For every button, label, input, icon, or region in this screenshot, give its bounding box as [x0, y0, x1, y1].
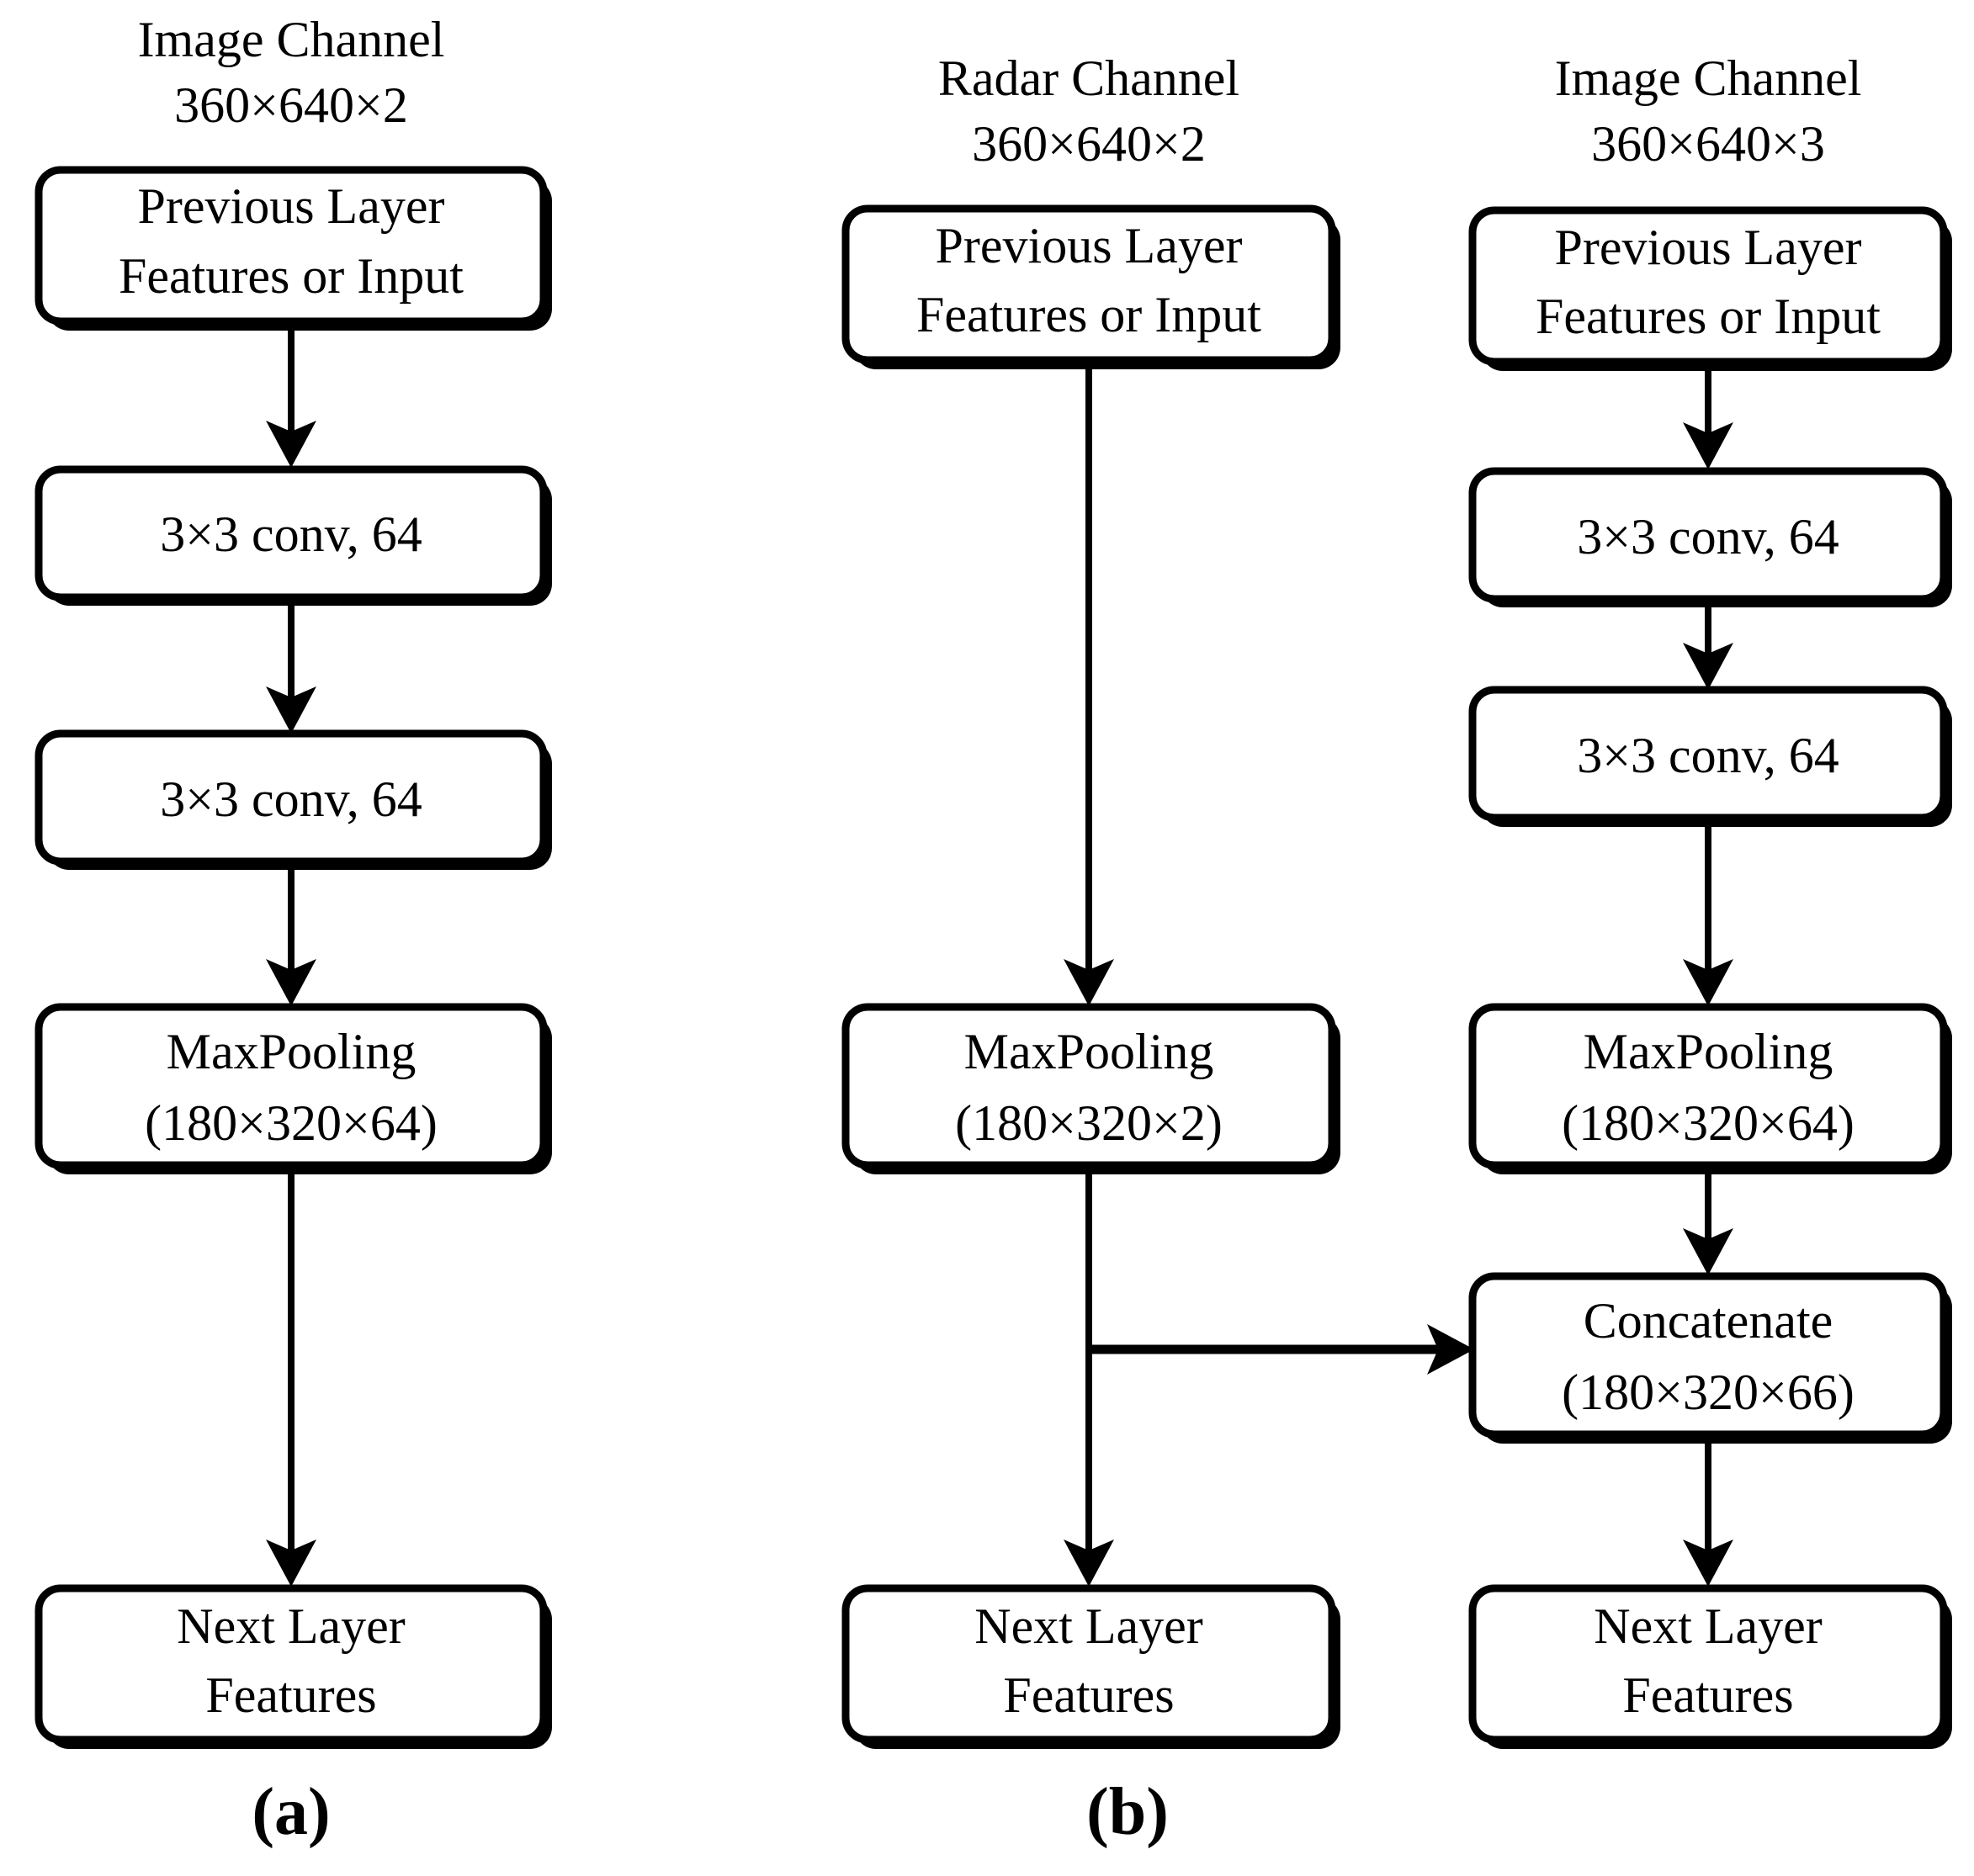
edge-pool-to-concat-img [1683, 1165, 1733, 1275]
node-label-line2: Features or Input [916, 287, 1261, 342]
node-rect[interactable] [34, 1584, 548, 1744]
node-conv1-img[interactable]: 3×3 conv, 64 [1468, 467, 1952, 607]
node-prev-a[interactable]: Previous Layer Features or Input [34, 166, 552, 331]
node-label-line1: MaxPooling [1584, 1024, 1833, 1079]
panel-b-image-column: Image Channel 360×640×3 Previous Layer F… [1468, 50, 1952, 1749]
node-label-line1: MaxPooling [167, 1024, 417, 1079]
node-label-line1: MaxPooling [964, 1024, 1214, 1079]
edge-prev-to-conv1-img [1683, 362, 1733, 469]
edge-prev-to-conv1-a [266, 321, 316, 468]
edge-concat-to-next-img [1683, 1434, 1733, 1587]
node-label-line1: 3×3 conv, 64 [160, 771, 422, 827]
panel-caption-b: (b) [1086, 1775, 1169, 1849]
edge-prev-to-pool-radar [1064, 360, 1114, 1006]
node-label-line2: (180×320×66) [1562, 1365, 1855, 1420]
panel-caption-a: (a) [252, 1775, 330, 1849]
node-label-line1: Concatenate [1584, 1293, 1833, 1349]
node-label-line1: Previous Layer [1555, 220, 1862, 275]
panel-a: Image Channel 360×640×2 Previous Layer F… [34, 12, 552, 1849]
node-rect[interactable] [1468, 1584, 1948, 1744]
node-prev-img[interactable]: Previous Layer Features or Input [1468, 206, 1952, 371]
node-label-line1: 3×3 conv, 64 [160, 506, 422, 562]
node-label-line2: (180×320×64) [1562, 1095, 1855, 1151]
node-conv1-a[interactable]: 3×3 conv, 64 [34, 465, 552, 606]
node-label-line2: Features [205, 1667, 376, 1723]
edge-radar-branch-to-concat [1089, 1324, 1474, 1375]
edge-conv2-to-pool-img [1683, 818, 1733, 1006]
column-header-image-a: Image Channel 360×640×2 [138, 12, 445, 133]
node-label-line1: 3×3 conv, 64 [1577, 728, 1839, 783]
header-line2: 360×640×2 [174, 77, 408, 133]
node-next-radar[interactable]: Next Layer Features [841, 1584, 1340, 1749]
node-pool-radar[interactable]: MaxPooling (180×320×2) [841, 1003, 1340, 1174]
node-conv2-a[interactable]: 3×3 conv, 64 [34, 729, 552, 870]
node-label-line1: Next Layer [974, 1598, 1203, 1654]
node-label-line2: Features [1622, 1667, 1793, 1723]
node-concat-img[interactable]: Concatenate (180×320×66) [1468, 1272, 1952, 1444]
node-label-line2: Features or Input [119, 248, 464, 304]
node-pool-img[interactable]: MaxPooling (180×320×64) [1468, 1003, 1952, 1174]
node-label-line2: (180×320×2) [955, 1095, 1223, 1151]
edge-pool-to-next-a [266, 1165, 316, 1587]
header-line2: 360×640×2 [972, 116, 1206, 172]
header-line2: 360×640×3 [1591, 116, 1825, 172]
node-conv2-img[interactable]: 3×3 conv, 64 [1468, 686, 1952, 827]
node-label-line2: Features or Input [1536, 289, 1881, 344]
header-line1: Image Channel [1555, 50, 1862, 106]
header-line1: Image Channel [138, 12, 445, 67]
column-header-image-b: Image Channel 360×640×3 [1555, 50, 1862, 172]
node-rect[interactable] [841, 1584, 1336, 1744]
node-next-img[interactable]: Next Layer Features [1468, 1584, 1952, 1749]
node-label-line1: Next Layer [1594, 1598, 1823, 1654]
node-next-a[interactable]: Next Layer Features [34, 1584, 552, 1749]
node-label-line1: 3×3 conv, 64 [1577, 509, 1839, 564]
edge-conv1-to-conv2-a [266, 597, 316, 734]
node-label-line1: Previous Layer [936, 218, 1243, 273]
node-prev-radar[interactable]: Previous Layer Features or Input [841, 204, 1340, 369]
edge-pool-to-next-radar [1064, 1165, 1114, 1587]
node-pool-a[interactable]: MaxPooling (180×320×64) [34, 1003, 552, 1174]
node-label-line2: Features [1003, 1667, 1174, 1723]
node-label-line2: (180×320×64) [145, 1095, 438, 1151]
panel-b-radar-column: Radar Channel 360×640×2 Previous Layer F… [841, 50, 1474, 1749]
node-label-line1: Previous Layer [138, 178, 445, 234]
edge-conv2-to-pool-a [266, 861, 316, 1006]
edge-conv1-to-conv2-img [1683, 599, 1733, 690]
column-header-radar-b: Radar Channel 360×640×2 [938, 50, 1239, 172]
node-label-line1: Next Layer [177, 1598, 406, 1654]
header-line1: Radar Channel [938, 50, 1239, 106]
